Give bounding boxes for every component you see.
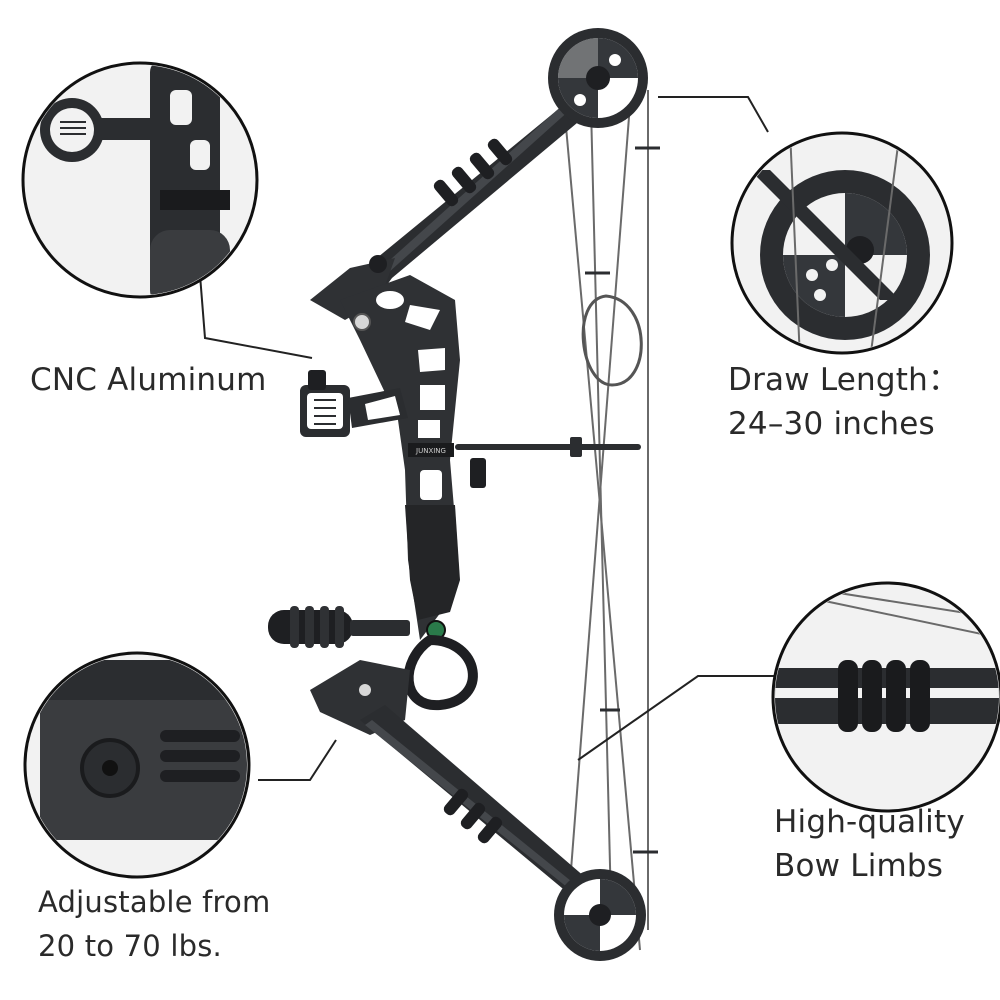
riser: JUNXING bbox=[310, 255, 460, 640]
callout-draw-line1: Draw Length： bbox=[728, 362, 960, 398]
callout-adj-line2: 20 to 70 lbs. bbox=[38, 929, 222, 963]
callout-limbs-line2: Bow Limbs bbox=[774, 848, 944, 884]
callout-cnc-text: CNC Aluminum bbox=[30, 362, 267, 398]
bow-strings bbox=[559, 59, 649, 951]
bottom-cam bbox=[554, 869, 646, 961]
string-silencers bbox=[585, 146, 660, 854]
callout-circle-sight bbox=[21, 61, 259, 299]
callout-label-adjustable: Adjustable from 20 to 70 lbs. bbox=[38, 880, 270, 968]
callout-circle-limb bbox=[771, 581, 1000, 813]
callout-label-draw-length: Draw Length： 24–30 inches bbox=[728, 358, 959, 446]
wrist-sling bbox=[403, 634, 478, 711]
top-cam bbox=[548, 28, 648, 128]
lower-limb bbox=[360, 705, 600, 908]
callout-circle-limb-bolt bbox=[23, 651, 251, 879]
callout-limbs-line1: High-quality bbox=[774, 804, 965, 840]
callout-leaders bbox=[199, 96, 790, 781]
cable-loop bbox=[581, 294, 643, 387]
arrow-rest bbox=[455, 437, 641, 488]
callout-label-cnc: CNC Aluminum bbox=[30, 358, 267, 402]
stabilizer bbox=[268, 606, 446, 648]
upper-limb bbox=[348, 75, 614, 305]
riser-brand: JUNXING bbox=[415, 447, 446, 455]
bow-sight bbox=[300, 313, 408, 437]
callout-draw-line2: 24–30 inches bbox=[728, 406, 935, 442]
callout-circle-cam bbox=[730, 131, 954, 355]
callout-label-limbs: High-quality Bow Limbs bbox=[774, 800, 965, 888]
callout-adj-line1: Adjustable from bbox=[38, 885, 271, 919]
